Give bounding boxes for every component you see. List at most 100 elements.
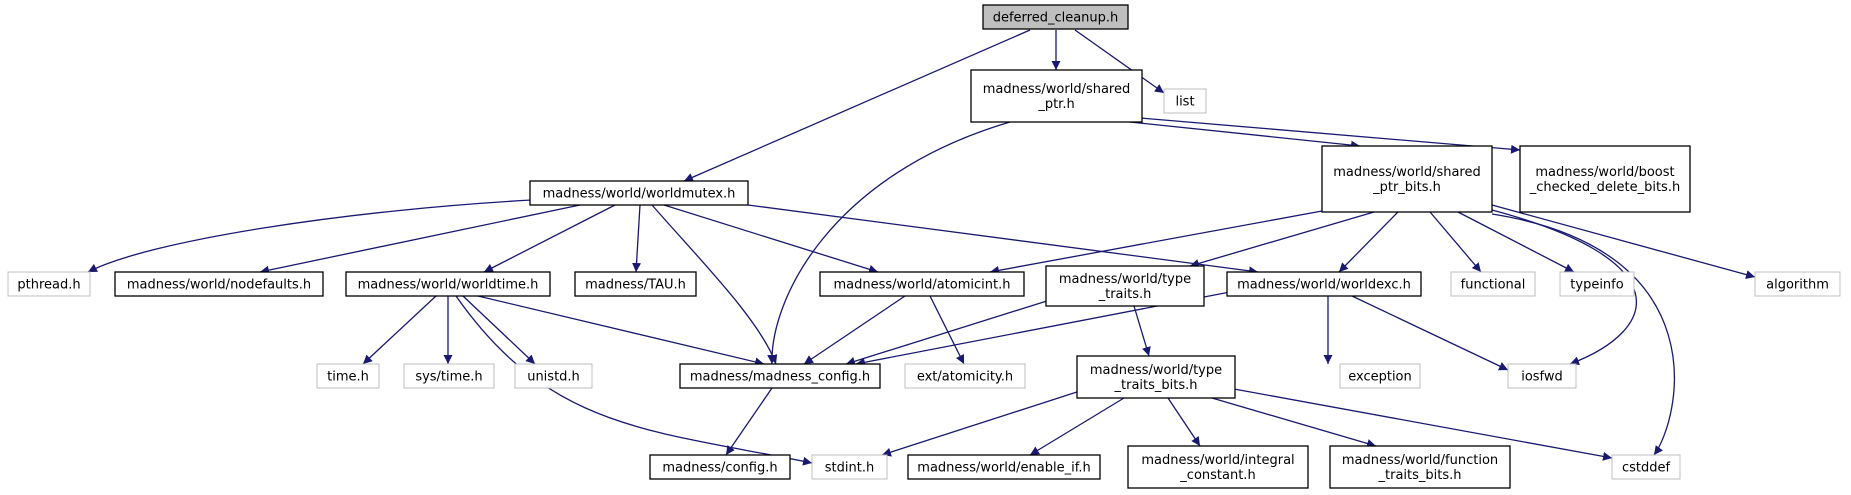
node-label: exception — [1348, 370, 1412, 385]
edge-shared_ptr-to-shared_ptr_bits — [1129, 121, 1361, 150]
edge-worldtime-to-unistd — [462, 295, 536, 365]
node-deferred-cleanup: deferred_cleanup.h — [982, 4, 1129, 30]
node-box — [1163, 88, 1207, 114]
node-box — [7, 271, 91, 297]
edge-shared_ptr_bits-to-functional — [1429, 211, 1482, 273]
node-box — [514, 363, 593, 389]
node-label: stdint.h — [825, 461, 874, 476]
node-label: madness/world/integral — [1141, 453, 1294, 468]
edge-atomicint-to-madness_config — [803, 295, 906, 365]
edge-shared_ptr_bits-to-iosfwd — [1491, 209, 1638, 366]
node-label: _ptr.h — [1037, 97, 1074, 112]
node-time-h: time.h — [316, 363, 380, 389]
node-box — [1559, 271, 1635, 297]
node-label: _constant.h — [1179, 468, 1255, 483]
node-label: madness/TAU.h — [585, 278, 686, 293]
node-label: madness/world/worldexc.h — [1237, 278, 1411, 293]
node-box — [1076, 355, 1236, 399]
node-list: list — [1163, 88, 1207, 114]
node-box — [1754, 271, 1841, 297]
node-label: cstddef — [1622, 461, 1671, 476]
node-label: madness/world/nodefaults.h — [127, 278, 311, 293]
node-madness-config[interactable]: madness/madness_config.h — [679, 363, 881, 389]
node-worldexc[interactable]: madness/world/worldexc.h — [1226, 271, 1422, 297]
node-label: madness/world/atomicint.h — [834, 278, 1011, 293]
node-worldmutex[interactable]: madness/world/worldmutex.h — [529, 180, 749, 206]
node-box — [1045, 265, 1205, 307]
node-shared-ptr[interactable]: madness/world/shared_ptr.h — [970, 69, 1143, 123]
node-label: _traits_bits.h — [1378, 468, 1462, 483]
edge-shared_ptr_bits-to-worldexc — [1338, 211, 1399, 273]
edge-worldmutex-to-worldtime — [483, 204, 616, 273]
node-enable-if[interactable]: madness/world/enable_if.h — [907, 454, 1101, 480]
node-worldtime[interactable]: madness/world/worldtime.h — [345, 271, 551, 297]
node-label: madness/world/type — [1059, 272, 1191, 287]
node-function-traits-bits[interactable]: madness/world/function_traits_bits.h — [1329, 445, 1511, 489]
edge-shared_ptr_bits-to-typeinfo — [1457, 211, 1575, 273]
edge-worldexc-to-iosfwd — [1351, 295, 1509, 371]
node-label: sys/time.h — [415, 370, 482, 385]
node-box — [1321, 145, 1493, 213]
node-nodefaults[interactable]: madness/world/nodefaults.h — [114, 271, 324, 297]
node-box — [649, 454, 791, 480]
node-label: madness/world/function — [1342, 453, 1498, 468]
node-integral-constant[interactable]: madness/world/integral_constant.h — [1127, 445, 1309, 489]
node-box — [982, 4, 1129, 30]
node-box — [679, 363, 881, 389]
node-typeinfo: typeinfo — [1559, 271, 1635, 297]
edge-deferred_cleanup-to-worldmutex — [683, 29, 1031, 182]
node-label: list — [1175, 95, 1194, 110]
edge-type_traits-to-type_traits_bits — [1133, 305, 1151, 357]
edge-shared_ptr_bits-to-type_traits — [1189, 211, 1375, 268]
node-config[interactable]: madness/config.h — [649, 454, 791, 480]
node-algorithm: algorithm — [1754, 271, 1841, 297]
node-box — [345, 271, 551, 297]
node-label: madness/config.h — [662, 461, 777, 476]
node-atomicint[interactable]: madness/world/atomicint.h — [819, 271, 1025, 297]
node-label: madness/world/shared — [983, 82, 1131, 97]
edge-type_traits_bits-to-enable_if — [1029, 397, 1125, 456]
node-box — [904, 363, 1026, 389]
edge-worldtime-to-madness_config — [477, 295, 765, 367]
node-label: madness/madness_config.h — [690, 370, 870, 385]
node-type-traits[interactable]: madness/world/type_traits.h — [1045, 265, 1205, 307]
edge-worldmutex-to-tau — [632, 204, 642, 273]
node-label: typeinfo — [1570, 278, 1623, 293]
node-label: madness/world/boost — [1535, 165, 1674, 180]
node-tau[interactable]: madness/TAU.h — [574, 271, 697, 297]
edge-shared_ptr_bits-to-atomicint — [989, 210, 1323, 275]
node-box — [316, 363, 380, 389]
node-box — [1339, 363, 1421, 389]
node-box — [1611, 454, 1681, 480]
node-label: unistd.h — [527, 370, 580, 385]
edges-layer — [87, 29, 1756, 466]
edge-worldmutex-to-nodefaults — [259, 204, 581, 275]
node-label: madness/world/enable_if.h — [917, 461, 1090, 476]
node-boost-checked[interactable]: madness/world/boost_checked_delete_bits.… — [1519, 145, 1691, 213]
node-label: _checked_delete_bits.h — [1529, 180, 1680, 195]
edge-type_traits_bits-to-integral_constant — [1167, 397, 1201, 447]
node-type-traits-bits[interactable]: madness/world/type_traits_bits.h — [1076, 355, 1236, 399]
node-label: algorithm — [1766, 278, 1829, 293]
node-functional: functional — [1450, 271, 1536, 297]
edge-atomicint-to-ext_atomicity — [929, 295, 965, 365]
node-ext-atomicity: ext/atomicity.h — [904, 363, 1026, 389]
edge-shared_ptr-to-boost_checked — [1139, 117, 1521, 154]
node-label: _traits_bits.h — [1114, 378, 1198, 393]
node-label: _ptr_bits.h — [1372, 180, 1441, 195]
node-label: time.h — [327, 370, 369, 385]
node-exception: exception — [1339, 363, 1421, 389]
edge-worldtime-to-time_h — [362, 295, 437, 365]
node-box — [811, 454, 888, 480]
node-box — [1507, 363, 1577, 389]
node-label: functional — [1461, 278, 1526, 293]
node-box — [529, 180, 749, 206]
node-box — [1519, 145, 1691, 213]
node-shared-ptr-bits[interactable]: madness/world/shared_ptr_bits.h — [1321, 145, 1493, 213]
node-pthread: pthread.h — [7, 271, 91, 297]
node-box — [1450, 271, 1536, 297]
node-label: deferred_cleanup.h — [993, 11, 1119, 26]
node-label: madness/world/shared — [1333, 165, 1481, 180]
node-box — [574, 271, 697, 297]
